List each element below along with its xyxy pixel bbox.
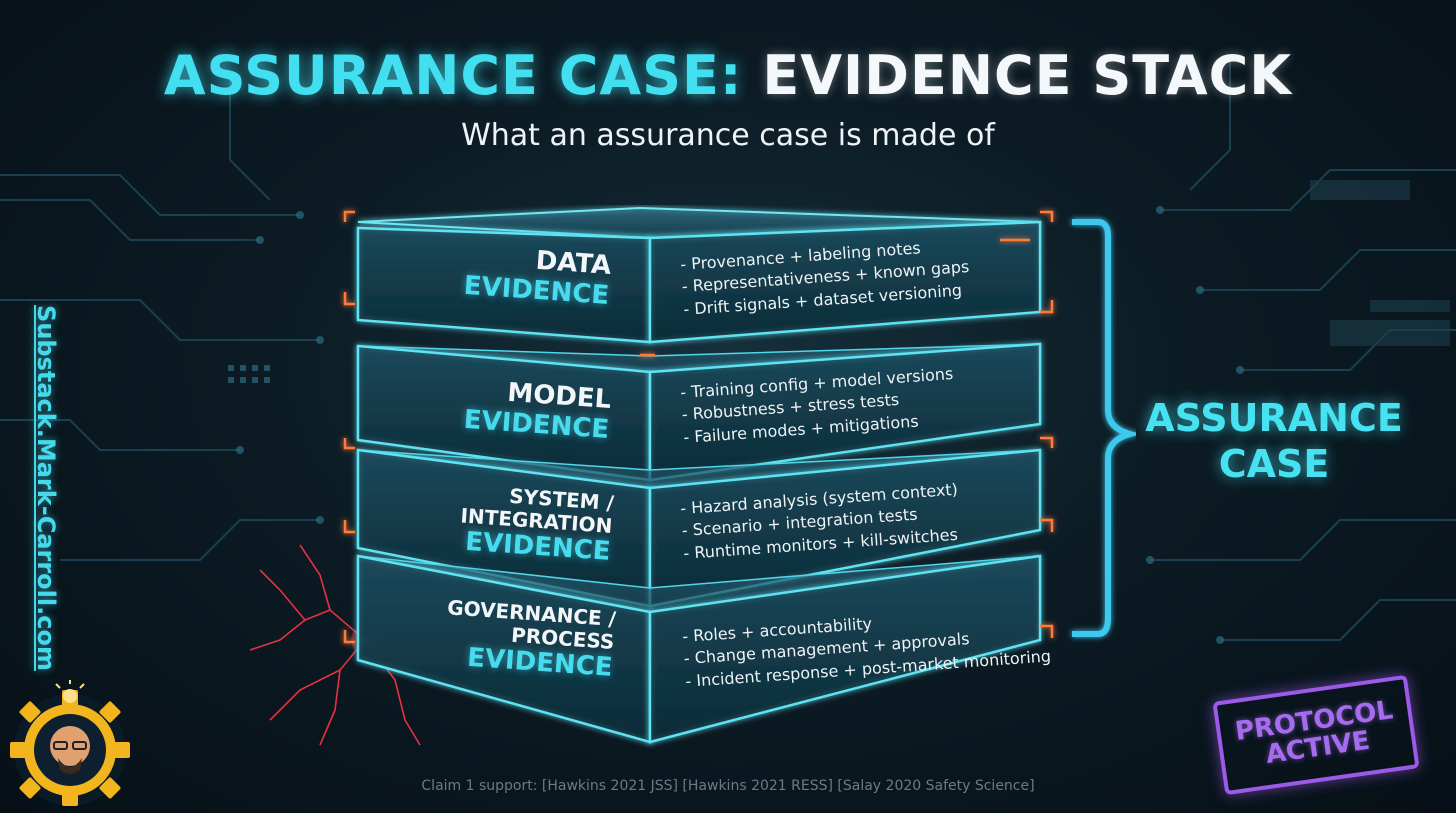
assurance-case-label-line1: ASSURANCE xyxy=(1134,396,1414,442)
assurance-case-label: ASSURANCE CASE xyxy=(1134,396,1414,487)
substack-url-link[interactable]: Substack.Mark-Carroll.com xyxy=(32,305,60,671)
footer-citation: Claim 1 support: [Hawkins 2021 JSS] [Haw… xyxy=(0,778,1456,794)
assurance-case-label-line2: CASE xyxy=(1134,442,1414,488)
curly-brace-icon xyxy=(1072,222,1130,634)
